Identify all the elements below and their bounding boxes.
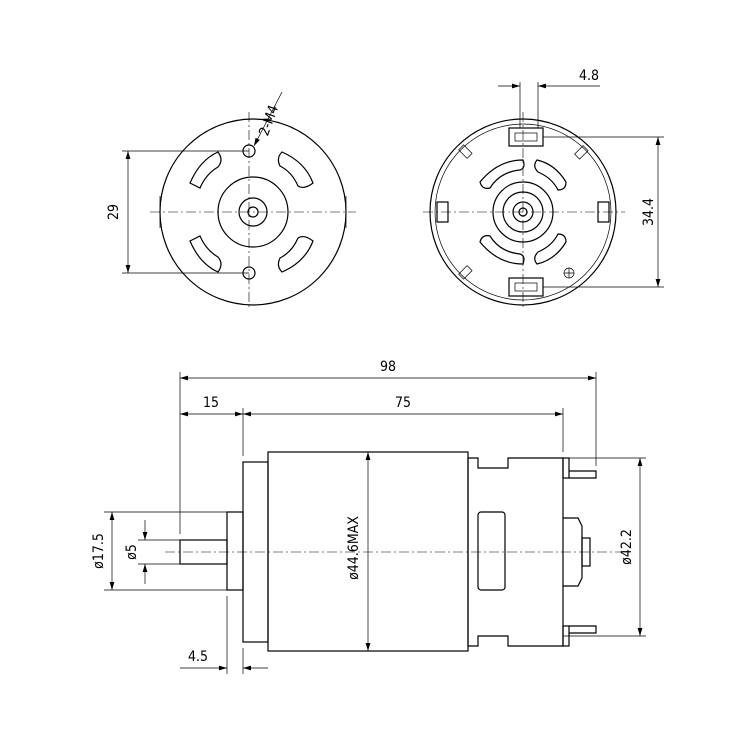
dim-body-diameter-max: ø44.6MAX xyxy=(346,516,362,580)
dim-total-length: 98 xyxy=(380,359,396,375)
dim-terminal-spacing: 34.4 xyxy=(641,198,657,226)
dim-end-cap-diameter: ø42.2 xyxy=(619,529,635,565)
dim-shaft-extension: 15 xyxy=(203,395,219,411)
dim-boss-diameter: ø17.5 xyxy=(91,533,107,569)
dim-body-length: 75 xyxy=(395,395,411,411)
dim-mounting-hole-spacing: 29 xyxy=(106,204,122,220)
front-view xyxy=(122,91,356,310)
dim-mounting-thread: 2-M4 xyxy=(256,103,282,138)
rear-view xyxy=(423,82,664,310)
dim-terminal-width: 4.8 xyxy=(579,68,599,84)
dim-boss-length: 4.5 xyxy=(188,649,208,665)
side-view xyxy=(104,372,646,674)
dim-shaft-diameter: ø5 xyxy=(124,544,140,560)
